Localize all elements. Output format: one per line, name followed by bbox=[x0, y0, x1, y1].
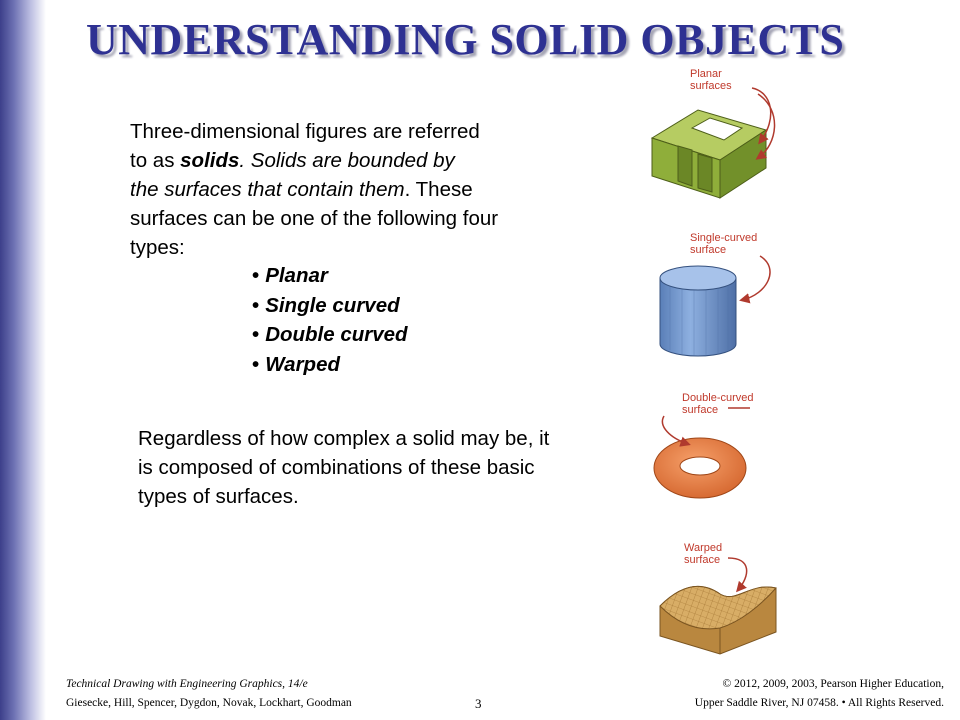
list-item: Planar bbox=[252, 261, 408, 291]
list-item: Double curved bbox=[252, 320, 407, 350]
planar-solid-drawing bbox=[650, 87, 776, 199]
intro-line-2: to as solids. Solids are bounded by bbox=[130, 149, 455, 172]
intro-line-5: types: bbox=[130, 236, 185, 259]
page-number: 3 bbox=[475, 696, 482, 711]
surface-type-list: Planar Single curved Double curved Warpe… bbox=[252, 261, 408, 380]
slide-title: UNDERSTANDING SOLID OBJECTS bbox=[86, 15, 845, 64]
double-curved-label: Double-curved surface bbox=[682, 392, 754, 416]
intro-line-3: the surfaces that contain them. These bbox=[130, 178, 473, 201]
warped-label: Warped surface bbox=[684, 542, 723, 566]
intro-line-4: surfaces can be one of the following fou… bbox=[130, 207, 499, 230]
book-authors: Giesecke, Hill, Spencer, Dygdon, Novak, … bbox=[66, 697, 352, 709]
intro-paragraph: Three-dimensional figures are referred t… bbox=[130, 117, 570, 262]
solids-term: solids bbox=[180, 149, 240, 172]
book-title: Technical Drawing with Engineering Graph… bbox=[66, 678, 308, 690]
warped-solid-drawing bbox=[659, 557, 777, 655]
copyright-line-1: © 2012, 2009, 2003, Pearson Higher Educa… bbox=[722, 678, 944, 690]
torus-drawing bbox=[653, 407, 750, 499]
single-curved-figure: Single-curved surface bbox=[640, 228, 800, 364]
list-item: Warped bbox=[252, 350, 408, 380]
double-curved-figure: Double-curved surface bbox=[640, 386, 800, 514]
conclusion-paragraph: Regardless of how complex a solid may be… bbox=[138, 427, 550, 508]
list-item: Single curved bbox=[252, 291, 408, 321]
footer-citation: Technical Drawing with Engineering Graph… bbox=[66, 675, 352, 713]
planar-label: Planar surfaces bbox=[690, 68, 732, 92]
copyright-line-2: Upper Saddle River, NJ 07458. • All Righ… bbox=[694, 697, 944, 709]
cylinder-drawing bbox=[659, 255, 771, 357]
single-curved-label: Single-curved surface bbox=[690, 232, 758, 256]
planar-surfaces-figure: Planar surfaces bbox=[640, 60, 800, 210]
footer-copyright: © 2012, 2009, 2003, Pearson Higher Educa… bbox=[695, 675, 944, 713]
side-gradient-bar bbox=[0, 0, 46, 720]
warped-surface-figure: Warped surface bbox=[640, 536, 800, 664]
intro-line-1: Three-dimensional figures are referred bbox=[130, 120, 480, 143]
